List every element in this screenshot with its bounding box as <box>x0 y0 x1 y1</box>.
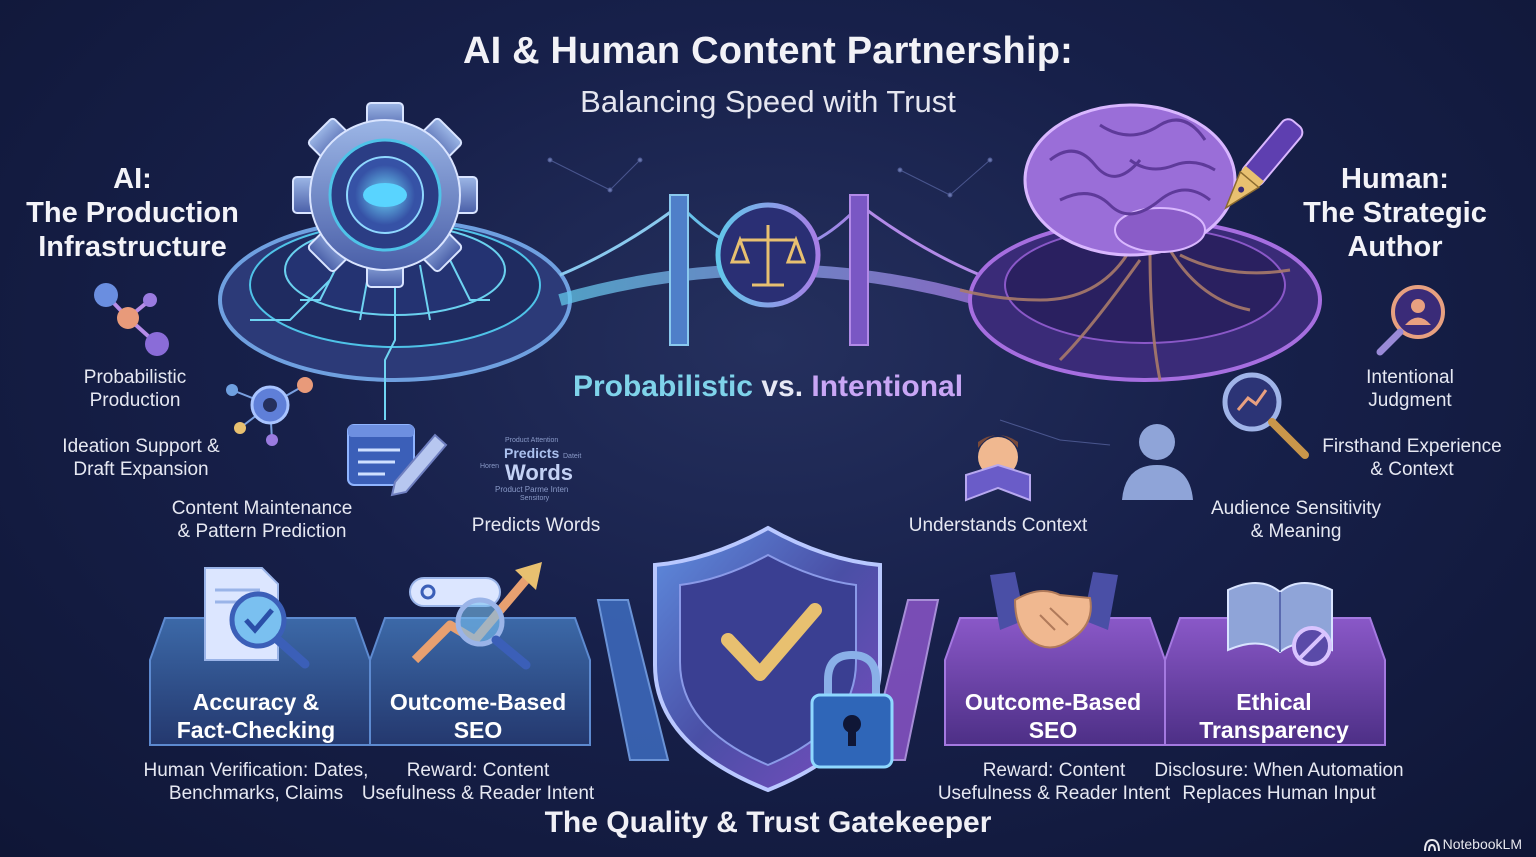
card-desc-seo-ai: Reward: Content Usefulness & Reader Inte… <box>360 759 596 805</box>
card-title-line: SEO <box>453 717 503 743</box>
svg-text:Product Attention: Product Attention <box>505 437 558 444</box>
card-title-line: Outcome-Based <box>389 689 567 715</box>
padlock-icon <box>810 650 894 769</box>
card-title-line: Transparency <box>1199 717 1349 743</box>
ai-feature-line: Production <box>89 390 181 411</box>
human-feature-line: Firsthand Experience <box>1322 436 1502 457</box>
ai-platform-gear <box>218 102 572 420</box>
human-feature-line: & Context <box>1370 459 1454 480</box>
human-heading: Human: The Strategic Author <box>1290 162 1500 264</box>
card-desc-seo-human: Reward: Content Usefulness & Reader Inte… <box>936 759 1172 805</box>
ai-feature-probabilistic: Probabilistic Production <box>50 366 220 412</box>
card-desc-line: Usefulness & Reader Intent <box>361 783 595 804</box>
card-title-line: Ethical <box>1236 689 1312 715</box>
ai-feature-line: Draft Expansion <box>73 459 209 480</box>
person-silhouette-icon <box>1122 424 1193 500</box>
human-feature-line: Audience Sensitivity <box>1210 498 1382 519</box>
human-feature-line: Intentional <box>1366 367 1454 388</box>
card-desc-line: Usefulness & Reader Intent <box>937 783 1171 804</box>
magnifier-chart-icon <box>1222 372 1309 459</box>
human-feature-line: & Meaning <box>1250 521 1342 542</box>
card-title-line: SEO <box>1028 717 1078 743</box>
card-title-line: Fact-Checking <box>176 717 336 743</box>
ai-heading-line1: AI: <box>113 163 152 195</box>
card-desc-line: Benchmarks, Claims <box>168 783 344 804</box>
page-subtitle: Balancing Speed with Trust <box>580 84 956 119</box>
constellation-lines <box>547 157 1111 446</box>
card-desc-ethical: Disclosure: When Automation Replaces Hum… <box>1146 759 1412 805</box>
svg-text:Sensitory: Sensitory <box>520 495 550 502</box>
card-title-seo-human: Outcome-Based SEO <box>947 688 1159 744</box>
understands-context-caption: Understands Context <box>908 515 1088 536</box>
handshake-icon <box>990 572 1118 649</box>
predicts-words-caption: Predicts Words <box>471 515 601 536</box>
human-heading-line2: The Strategic <box>1303 197 1487 229</box>
card-desc-accuracy: Human Verification: Dates, Benchmarks, C… <box>135 759 377 805</box>
ai-heading-line3: Infrastructure <box>38 231 227 263</box>
svg-text:Product Parme Inten: Product Parme Inten <box>495 485 568 494</box>
scales-icon <box>729 225 807 287</box>
ai-feature-maintenance: Content Maintenance & Pattern Prediction <box>162 497 362 543</box>
human-platform-brain <box>959 103 1322 382</box>
reader-person-icon <box>965 435 1031 502</box>
document-check-icon <box>204 567 310 669</box>
human-heading-line3: Author <box>1347 231 1443 263</box>
magnifier-person-icon <box>1376 285 1445 356</box>
human-feature-judgment: Intentional Judgment <box>1330 366 1490 412</box>
card-title-accuracy: Accuracy & Fact-Checking <box>150 688 362 744</box>
comparison-label: Probabilistic vs. Intentional <box>0 370 1536 404</box>
notebooklm-logo-icon <box>1424 838 1440 852</box>
bridge <box>558 194 982 346</box>
svg-text:Predicts: Predicts <box>504 445 559 461</box>
card-title-seo-ai: Outcome-Based SEO <box>372 688 584 744</box>
card-desc-line: Reward: Content <box>982 760 1126 781</box>
gatekeeper-label: The Quality & Trust Gatekeeper <box>544 806 992 839</box>
card-desc-line: Disclosure: When Automation <box>1154 760 1404 781</box>
gear-network-icon <box>226 377 313 446</box>
page-title: AI & Human Content Partnership: <box>462 30 1073 72</box>
human-feature-audience: Audience Sensitivity & Meaning <box>1200 497 1392 543</box>
search-growth-icon <box>409 562 542 670</box>
ai-feature-line: Content Maintenance <box>171 498 353 519</box>
vs-label: vs. <box>761 370 804 403</box>
card-title-ethical: Ethical Transparency <box>1168 688 1380 744</box>
ai-feature-line: & Pattern Prediction <box>177 521 347 542</box>
ai-heading: AI: The Production Infrastructure <box>20 162 245 264</box>
card-desc-line: Human Verification: Dates, <box>143 760 369 781</box>
fountain-pen-icon <box>1224 118 1304 210</box>
human-feature-experience: Firsthand Experience & Context <box>1316 435 1508 481</box>
molecule-icon <box>94 283 169 356</box>
book-prohibited-icon <box>1227 582 1333 666</box>
ai-heading-line2: The Production <box>26 197 239 229</box>
brand-label: NotebookLM <box>1442 836 1522 852</box>
ai-feature-line: Ideation Support & <box>62 436 220 457</box>
svg-text:Words: Words <box>505 460 573 485</box>
document-edit-icon <box>347 424 448 497</box>
ai-feature-ideation: Ideation Support & Draft Expansion <box>40 435 242 481</box>
intentional-label: Intentional <box>811 370 964 403</box>
card-desc-line: Replaces Human Input <box>1182 783 1376 804</box>
card-desc-line: Reward: Content <box>406 760 550 781</box>
svg-text:Horen: Horen <box>480 463 499 470</box>
human-heading-line1: Human: <box>1341 163 1449 195</box>
card-title-line: Outcome-Based <box>964 689 1142 715</box>
human-feature-line: Judgment <box>1368 390 1452 411</box>
svg-text:Dateit: Dateit <box>563 453 581 460</box>
word-cloud: Product Attention Predicts Dateit Horen … <box>480 437 581 502</box>
probabilistic-label: Probabilistic <box>572 370 753 403</box>
card-title-line: Accuracy & <box>192 689 320 715</box>
ai-feature-line: Probabilistic <box>83 367 187 388</box>
